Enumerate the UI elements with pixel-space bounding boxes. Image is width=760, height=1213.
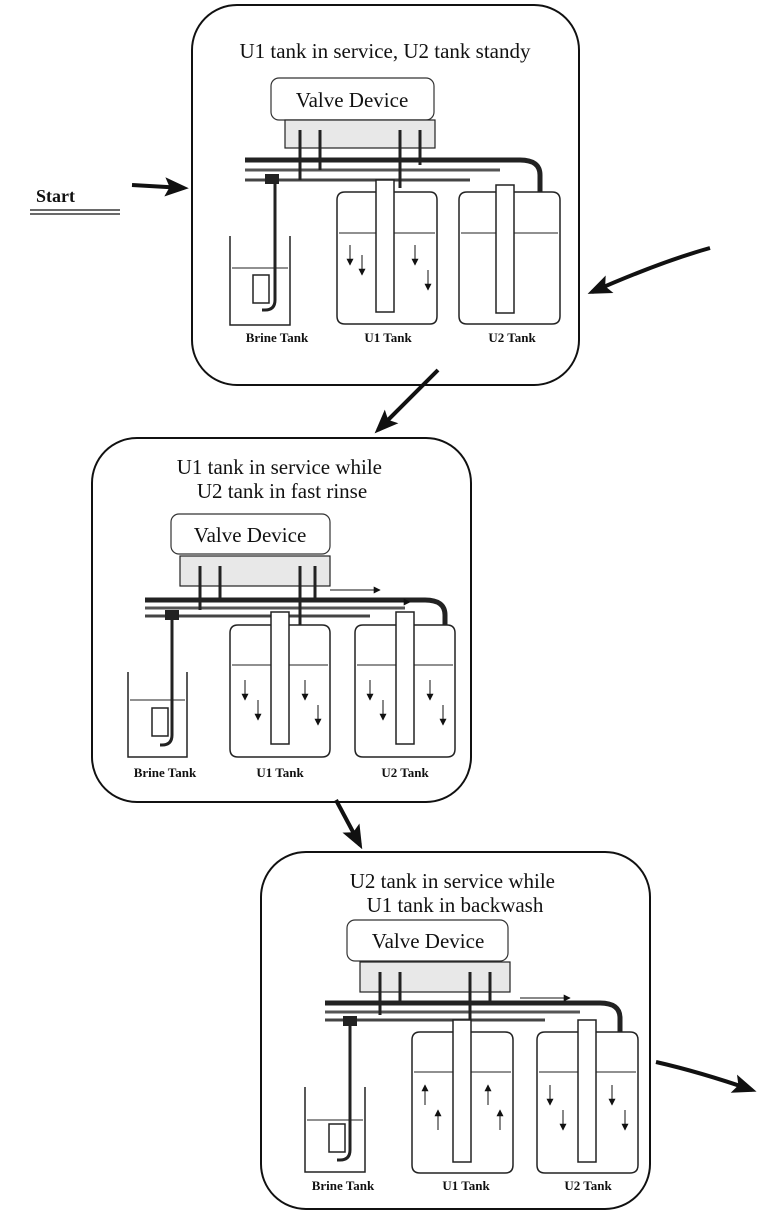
stage-1-valve-label: Valve Device — [296, 88, 409, 112]
stage-3-u1-tank — [411, 1019, 514, 1174]
stage-2-u1-label: U1 Tank — [256, 765, 304, 780]
stage-3-panel: U2 tank in service while U1 tank in back… — [260, 851, 651, 1210]
stage-3-valve-box — [346, 919, 509, 962]
stage-2-valve-label: Valve Device — [194, 523, 307, 547]
stage-2-u2-tank — [354, 611, 456, 758]
stage-1-title: U1 tank in service, U2 tank standy — [239, 39, 531, 63]
stage-1-piping — [245, 119, 543, 195]
stage-2-title: U1 tank in service while U2 tank in fast… — [177, 455, 388, 503]
stage-1-u1-label: U1 Tank — [364, 330, 412, 345]
exit-arrow — [655, 1060, 757, 1093]
stage-1-u2-label: U2 Tank — [488, 330, 536, 345]
stage-2-u2-label: U2 Tank — [381, 765, 429, 780]
stage-3-u2-tank — [536, 1019, 639, 1174]
return-arrow — [587, 246, 711, 294]
arrow-stage-1-to-2 — [374, 368, 440, 434]
stage-1-u2-tank — [458, 184, 561, 325]
stage-2-brine-label: Brine Tank — [134, 765, 197, 780]
stage-3-brine-tank — [304, 1025, 366, 1173]
stage-3-title: U2 tank in service while U1 tank in back… — [350, 869, 561, 917]
stage-1-brine-tank — [229, 183, 291, 326]
stage-1-brine-label: Brine Tank — [246, 330, 309, 345]
stage-3-u2-label: U2 Tank — [564, 1178, 612, 1193]
stage-2-brine-tank — [127, 620, 188, 758]
stage-3-valve-label: Valve Device — [372, 929, 485, 953]
arrow-stage-2-to-3 — [334, 799, 363, 850]
stage-1-panel: U1 tank in service, U2 tank standy Valve… — [191, 4, 580, 386]
stage-3-u1-label: U1 Tank — [442, 1178, 490, 1193]
stage-3-brine-label: Brine Tank — [312, 1178, 375, 1193]
stage-2-piping — [145, 555, 448, 630]
start-arrow — [131, 177, 189, 197]
stage-2-u1-tank — [229, 611, 331, 758]
stage-3-piping — [325, 961, 623, 1035]
stage-2-panel: U1 tank in service while U2 tank in fast… — [91, 437, 472, 803]
stage-2-valve-box — [170, 513, 331, 555]
stage-1-u1-tank — [336, 179, 438, 325]
start-label: Start — [36, 186, 75, 206]
